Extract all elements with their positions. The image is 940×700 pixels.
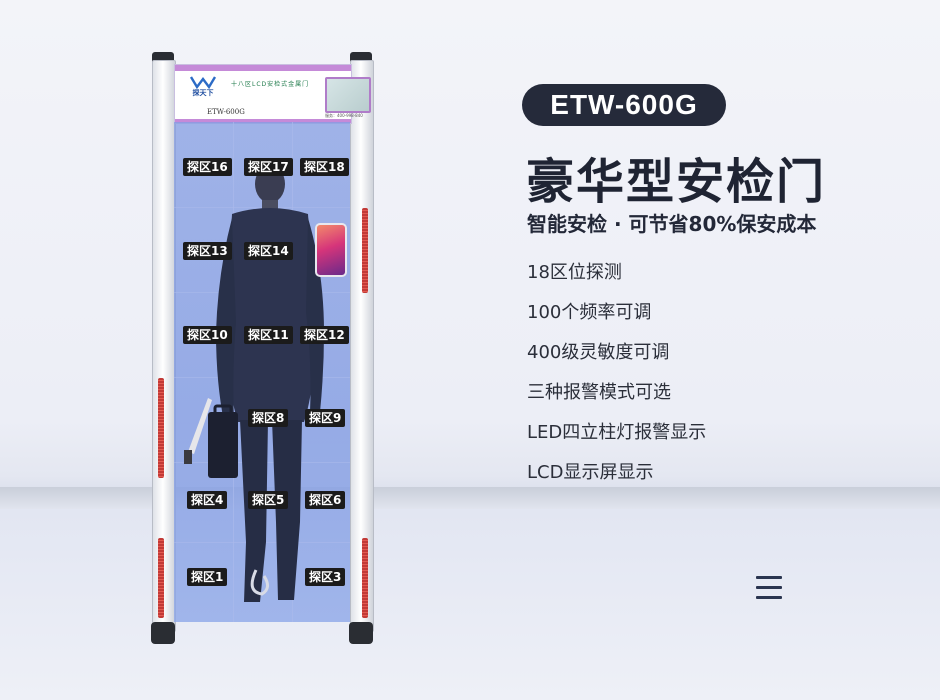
zone-label: 探区14 xyxy=(244,242,293,260)
led-bar-left-bottom xyxy=(158,538,164,618)
floor xyxy=(0,509,940,700)
panel-stripe-top xyxy=(175,65,351,71)
gate-top-panel: 探天下 十八区LCD安检式金属门 ETW-600G 服务：400-998-840 xyxy=(174,64,371,124)
feature-item: 三种报警模式可选 xyxy=(527,382,671,403)
left-foot xyxy=(151,622,175,644)
left-pillar xyxy=(152,60,176,632)
led-bar-left-middle xyxy=(158,378,164,478)
mobile-phone-object xyxy=(315,223,347,277)
panel-model: ETW-600G xyxy=(207,108,245,116)
floor-horizon xyxy=(0,487,940,509)
feature-item: LCD显示屏显示 xyxy=(527,462,654,483)
feature-list: 18区位探测 100个频率可调 400级灵敏度可调 三种报警模式可选 LED四立… xyxy=(527,258,706,498)
zone-label: 探区3 xyxy=(305,568,346,586)
person-right-leg xyxy=(272,420,302,600)
zone-label: 探区9 xyxy=(305,409,346,427)
zone-label: 探区10 xyxy=(183,326,232,344)
menu-icon-bar xyxy=(756,576,782,579)
zone-label: 探区4 xyxy=(187,491,228,509)
zone-label: 探区18 xyxy=(300,158,349,176)
feature-item: 100个频率可调 xyxy=(527,302,652,323)
zone-label: 探区5 xyxy=(248,491,289,509)
briefcase-handle xyxy=(213,404,233,416)
zone-label: 探区6 xyxy=(305,491,346,509)
person-jacket xyxy=(226,208,316,422)
feature-item: 18区位探测 xyxy=(527,262,622,283)
product-subline: 智能安检 · 可节省80%保安成本 xyxy=(527,212,817,236)
knife-handle xyxy=(184,450,192,464)
panel-title: 十八区LCD安检式金属门 xyxy=(231,81,310,88)
right-foot xyxy=(349,622,373,644)
walking-person-silhouette xyxy=(184,165,324,602)
zone-label: 探区16 xyxy=(183,158,232,176)
menu-icon-bar xyxy=(756,586,782,589)
panel-hotline: 服务：400-998-840 xyxy=(325,113,363,118)
zone-label: 探区8 xyxy=(248,409,289,427)
menu-icon-bar xyxy=(756,596,782,599)
person-left-arm xyxy=(216,218,236,422)
zone-label: 探区17 xyxy=(244,158,293,176)
zone-label: 探区1 xyxy=(187,568,228,586)
feature-item: 400级灵敏度可调 xyxy=(527,342,670,363)
right-pillar xyxy=(350,60,374,632)
detection-field xyxy=(174,122,350,622)
brand-logo: 探天下 xyxy=(183,75,223,105)
model-badge: ETW-600G xyxy=(522,84,726,126)
product-headline: 豪华型安检门 xyxy=(526,154,827,210)
feature-item: LED四立柱灯报警显示 xyxy=(527,422,707,443)
brand-logo-icon xyxy=(189,76,217,89)
lcd-screen xyxy=(325,77,371,113)
panel-stripe-bottom xyxy=(175,119,351,123)
led-bar-right-upper xyxy=(362,208,368,293)
brand-name: 探天下 xyxy=(192,89,214,97)
zone-label: 探区12 xyxy=(300,326,349,344)
zone-label: 探区11 xyxy=(244,326,293,344)
knife-object xyxy=(188,398,212,454)
person-right-arm xyxy=(306,218,324,412)
hook-object xyxy=(250,569,269,596)
person-left-leg xyxy=(240,420,268,602)
security-gate-illustration: 探天下 十八区LCD安检式金属门 ETW-600G 服务：400-998-840 xyxy=(150,48,380,646)
briefcase xyxy=(208,412,238,478)
hamburger-menu-icon[interactable] xyxy=(756,576,784,604)
zone-label: 探区13 xyxy=(183,242,232,260)
led-bar-right-bottom xyxy=(362,538,368,618)
